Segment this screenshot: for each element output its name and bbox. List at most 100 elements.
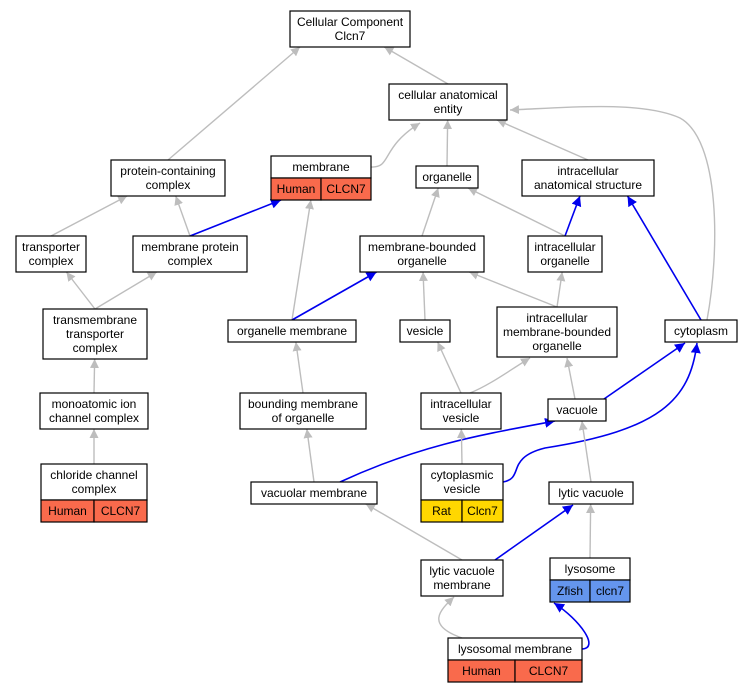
node-label-line: complex (168, 254, 213, 268)
node-box (239, 392, 367, 430)
edge-vacuole-to-cytoplasm (603, 342, 686, 400)
edge-intracellular-anatomical-structure-to-cellular-anatomical-entity (496, 119, 589, 161)
edge-intracellular-vesicle-to-intracellular-membrane-bounded-organelle (469, 357, 531, 394)
node-label-line: transporter (66, 327, 124, 341)
node-label-line: organelle (540, 254, 590, 268)
node-box (399, 319, 451, 343)
gene-label: Clcn7 (467, 504, 498, 518)
node-label-line: membrane (433, 578, 491, 592)
edge-intracellular-organelle-to-organelle (467, 187, 566, 237)
node-box (42, 308, 148, 360)
edge-membrane-protein-complex-to-membrane (189, 199, 282, 237)
node-vacuole: vacuole (547, 398, 607, 422)
edge-cytoplasm-to-cellular-anatomical-entity (509, 105, 716, 321)
node-label-line: channel complex (49, 411, 139, 425)
node-label-line: Clcn7 (335, 29, 366, 43)
edge-intracellular-vesicle-to-vesicle (436, 341, 462, 394)
edge-membrane-to-cellular-anatomical-entity (370, 122, 421, 168)
node-box (664, 319, 738, 343)
node-label-line: lytic vacuole (429, 564, 495, 578)
node-box (39, 392, 149, 430)
node-label-line: intracellular (430, 397, 491, 411)
node-label-line: vacuolar membrane (261, 486, 367, 500)
gene-label: clcn7 (596, 584, 624, 598)
edge-vesicle-to-membrane-bounded-organelle (418, 271, 428, 321)
node-label-line: protein-containing (120, 164, 215, 178)
edge-lytic-vacuole-to-vacuole (578, 420, 592, 483)
annotation-badge: Human CLCN7 (40, 499, 148, 523)
edge-lytic-vacuole-membrane-to-lytic-vacuole (494, 504, 574, 561)
node-label-line: lytic vacuole (558, 486, 624, 500)
species-label: Human (462, 664, 501, 678)
node-label-line: complex (146, 178, 191, 192)
gene-cell (461, 499, 504, 523)
gene-cell (589, 579, 631, 603)
node-label-line: complex (72, 482, 117, 496)
node-vacuolar-membrane: vacuolar membrane (250, 481, 378, 505)
node-box (388, 83, 508, 121)
node-label-line: cytoplasm (674, 324, 728, 338)
node-label-line: vacuole (556, 403, 598, 417)
node-label-line: complex (73, 341, 118, 355)
node-box (250, 481, 378, 505)
edge-membrane-protein-complex-to-protein-containing-complex (174, 195, 191, 237)
node-label-line: organelle membrane (237, 324, 347, 338)
edge-lysosomal-membrane-to-lysosome (553, 602, 590, 650)
node-label-line: organelle (397, 254, 447, 268)
edge-organelle-to-cellular-anatomical-entity (443, 119, 453, 167)
node-label-line: organelle (532, 339, 582, 353)
node-label-line: intracellular (557, 164, 618, 178)
edge-protein-containing-complex-to-cellular-component (167, 46, 301, 161)
node-box (359, 235, 485, 273)
gene-label: CLCN7 (529, 664, 569, 678)
edge-vacuolar-membrane-to-bounding-membrane-of-organelle (303, 428, 315, 483)
node-cytoplasm: cytoplasm (664, 319, 738, 343)
node-box (496, 306, 618, 358)
node-box (527, 235, 603, 273)
node-box (521, 159, 655, 197)
edge-monoatomic-ion-channel-complex-to-transmembrane-transporter-complex (89, 358, 99, 394)
species-label: Human (48, 504, 87, 518)
edge-intracellular-organelle-to-intracellular-anatomical-structure (564, 195, 582, 237)
node-label-line: intracellular (534, 240, 595, 254)
node-box (420, 559, 504, 597)
node-box (132, 235, 248, 273)
node-label-line: lysosome (565, 562, 616, 576)
node-vesicle: vesicle (399, 319, 451, 343)
node-label-line: chloride channel (50, 468, 137, 482)
node-label-line: transporter (22, 240, 80, 254)
edge-vacuole-to-intracellular-membrane-bounded-organelle (564, 357, 576, 400)
node-box (227, 319, 357, 343)
edge-intracellular-membrane-bounded-organelle-to-intracellular-organelle (556, 271, 566, 308)
gene-label: CLCN7 (101, 504, 141, 518)
edge-vacuolar-membrane-to-vacuole (339, 417, 556, 483)
edge-organelle-membrane-to-membrane-bounded-organelle (291, 271, 377, 321)
edge-transmembrane-transporter-complex-to-transporter-complex (65, 271, 96, 310)
gene-label: CLCN7 (326, 182, 366, 196)
node-label-line: cellular anatomical (398, 88, 497, 102)
edge-lysosomal-membrane-to-lytic-vacuole-membrane (438, 596, 463, 639)
node-label-line: membrane-bounded (368, 240, 476, 254)
edges-layer (50, 46, 716, 650)
node-label-line: complex (29, 254, 74, 268)
node-organelle: organelle (415, 165, 479, 189)
node-box (548, 481, 634, 505)
node-label-line: lysosomal membrane (458, 642, 572, 656)
gene-cell (93, 499, 148, 523)
edge-lytic-vacuole-membrane-to-vacuolar-membrane (365, 503, 463, 561)
node-organelle-membrane: organelle membrane (227, 319, 357, 343)
node-label-line: vesicle (407, 324, 444, 338)
